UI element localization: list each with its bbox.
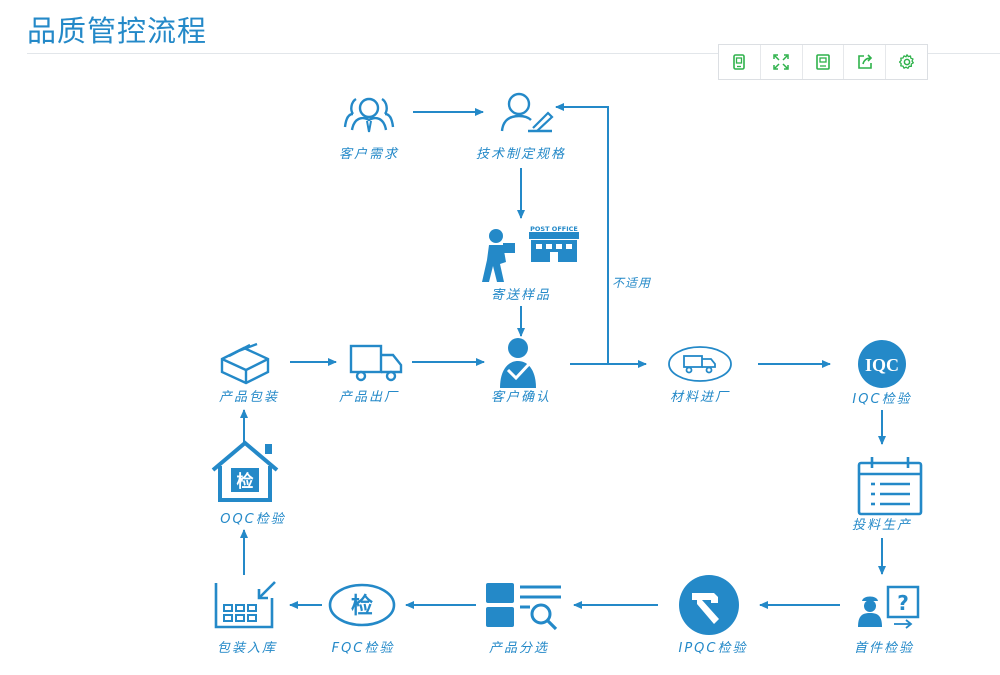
node-oqc-check: 检 OQC检验 <box>211 440 286 527</box>
warehouse-icon <box>214 581 276 629</box>
tablet-icon <box>733 54 746 70</box>
post-office-icon: POST OFFICE <box>529 225 579 262</box>
truck-badge-icon <box>668 346 732 382</box>
save-icon <box>816 54 830 70</box>
post-office-sign: POST OFFICE <box>530 225 578 233</box>
customer-group-icon <box>343 97 395 133</box>
node-fqc-check: 检 FQC检验 <box>328 583 396 656</box>
node-tech-spec: 技术制定规格 <box>476 92 566 162</box>
label-shipping: 产品出厂 <box>339 390 399 405</box>
edge-label-not-applicable: 不适用 <box>612 276 651 290</box>
iqc-badge-text: IQC <box>865 355 899 375</box>
inspector-icon: ? <box>858 585 920 629</box>
hammer-badge-icon <box>679 575 739 635</box>
fullscreen-button[interactable] <box>761 45 803 79</box>
fullscreen-icon <box>773 54 789 70</box>
svg-text:?: ? <box>897 591 909 615</box>
share-icon <box>857 54 872 69</box>
node-material-in: 材料进厂 <box>668 346 732 405</box>
share-button[interactable] <box>844 45 887 79</box>
inspect-house-icon <box>211 440 279 502</box>
node-customer-demand: 客户需求 <box>339 97 399 162</box>
label-customer-demand: 客户需求 <box>339 146 399 162</box>
label-oqc-check: OQC检验 <box>220 511 286 527</box>
page-title: 品质管控流程 <box>27 14 208 48</box>
label-send-sample: 寄送样品 <box>491 288 551 303</box>
label-tech-spec: 技术制定规格 <box>476 146 566 162</box>
label-packaging: 产品包装 <box>219 390 279 405</box>
delivery-truck-icon <box>349 344 403 382</box>
label-material-in: 材料进厂 <box>670 390 730 405</box>
node-packaging: 产品包装 <box>219 342 279 405</box>
label-first-check: 首件检验 <box>854 640 914 656</box>
designer-icon <box>500 92 554 133</box>
sort-search-icon <box>486 583 561 631</box>
view-mode-button[interactable] <box>719 45 761 79</box>
node-first-check: ? 首件检验 <box>854 585 920 656</box>
save-button[interactable] <box>803 45 845 79</box>
node-send-sample: POST OFFICE 寄送样品 <box>482 225 579 303</box>
node-warehouse: 包装入库 <box>214 581 277 656</box>
gear-icon <box>898 54 914 69</box>
fqc-stamp-text: 检 <box>351 593 373 619</box>
node-production: 投料生产 <box>852 457 923 533</box>
label-iqc-check: IQC检验 <box>852 391 911 407</box>
settings-button[interactable] <box>886 45 927 79</box>
label-sorting: 产品分选 <box>489 641 549 656</box>
label-production: 投料生产 <box>852 518 912 533</box>
node-shipping: 产品出厂 <box>339 344 403 405</box>
calendar-list-icon <box>857 457 923 516</box>
title-divider <box>27 53 1000 54</box>
label-ipqc-check: IPQC检验 <box>679 640 748 656</box>
user-check-icon <box>500 338 536 388</box>
label-warehouse: 包装入库 <box>217 641 277 656</box>
courier-icon <box>482 229 515 282</box>
node-customer-confirm: 客户确认 <box>491 338 551 405</box>
iqc-badge-icon <box>858 340 906 388</box>
label-customer-confirm: 客户确认 <box>491 389 551 405</box>
node-ipqc-check: IPQC检验 <box>679 575 748 656</box>
box-icon <box>220 342 270 385</box>
flow-connectors <box>240 103 886 609</box>
oqc-house-text: 检 <box>237 471 254 492</box>
node-sorting: 产品分选 <box>486 583 561 656</box>
edge-not-applicable-loop <box>555 103 609 364</box>
inspect-stamp-icon <box>328 583 396 627</box>
label-fqc-check: FQC检验 <box>332 640 395 656</box>
toolbar <box>718 44 928 80</box>
node-iqc-check: IQC IQC检验 <box>852 340 911 407</box>
